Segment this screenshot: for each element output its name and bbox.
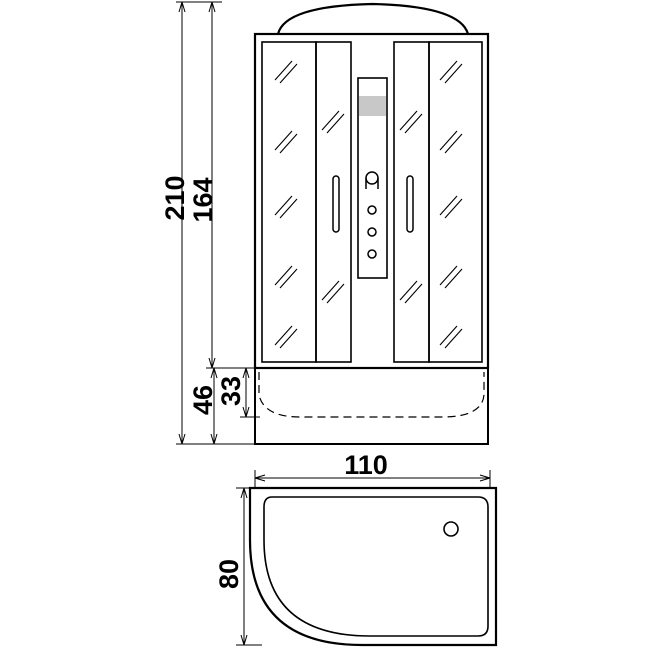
tray-outline (248, 486, 498, 647)
roof-dome (276, 2, 470, 35)
dim-tray-front: 33 (216, 376, 246, 406)
glass-reflection-icon (274, 60, 463, 349)
front-view (253, 2, 490, 445)
right-glass-panel (393, 41, 430, 363)
drain-hole-icon (443, 521, 459, 537)
plan-view (248, 486, 498, 647)
massage-jet-icon (367, 205, 377, 215)
door-handle-icon (406, 175, 414, 233)
tray-basin (263, 496, 489, 637)
left-glass-panel (315, 41, 352, 363)
door-handle-icon (332, 175, 340, 233)
shower-column (357, 77, 388, 279)
left-door-panel (261, 41, 317, 363)
dim-cabin-height: 164 (188, 177, 218, 222)
massage-jet-icon (367, 227, 377, 237)
shower-head-icon (365, 171, 379, 189)
right-door-panel (428, 41, 483, 363)
dim-depth: 80 (214, 559, 244, 589)
dim-width: 110 (344, 450, 388, 480)
dim-tray-height: 46 (188, 385, 218, 415)
control-panel (359, 96, 386, 116)
tray-front (254, 367, 489, 445)
dim-total-height: 210 (160, 175, 190, 220)
tray-basin-dashed (258, 372, 485, 418)
massage-jet-icon (367, 249, 377, 259)
dimension-lines (176, 1, 491, 646)
